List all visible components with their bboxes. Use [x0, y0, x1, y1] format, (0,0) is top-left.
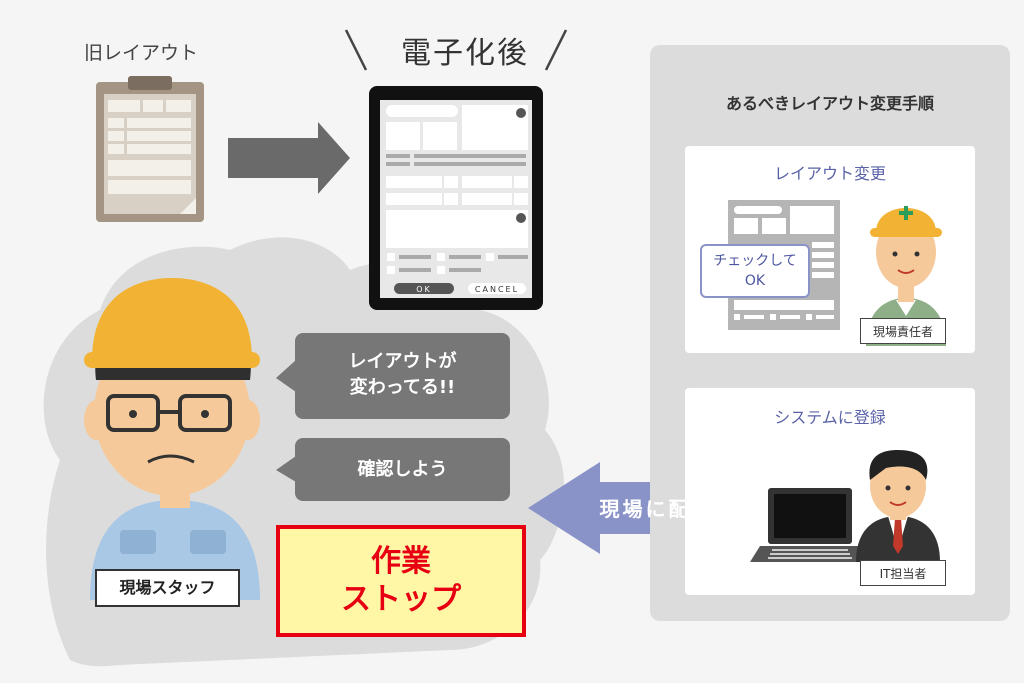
check-ok-callout: チェックして OK [700, 244, 810, 298]
tablet-form-icon [369, 86, 543, 310]
stop-line1: 作業 [371, 544, 431, 579]
bubble2-tail [276, 456, 296, 482]
old-paper-form-icon [96, 76, 204, 222]
title-slash-right [544, 29, 568, 71]
field-staff-label: 現場スタッフ [95, 569, 240, 607]
after-digitization-title-wrap: 電子化後 [360, 22, 570, 72]
step1-title: レイアウト変更 [773, 164, 886, 183]
bubble1-line2: 変わってる!! [349, 377, 456, 398]
work-stop-box: 作業 ストップ [276, 525, 526, 637]
panel-title: あるべきレイアウト変更手順 [725, 94, 934, 113]
after-digitization-title: 電子化後 [401, 36, 529, 71]
speech-bubble-confirm: 確認しよう [295, 438, 510, 501]
site-manager-label: 現場責任者 [860, 318, 946, 344]
bubble1-tail [276, 360, 296, 392]
old-layout-label: 旧レイアウト [84, 42, 199, 64]
it-staff-label: IT担当者 [860, 560, 946, 586]
laptop-icon-overlay [750, 488, 870, 562]
tablet-ok-button: OK [416, 285, 432, 294]
stop-line2: ストップ [341, 582, 461, 617]
it-person-icon-overlay [856, 450, 940, 562]
speech-bubble-layout-changed: レイアウトが 変わってる!! [295, 333, 510, 419]
step2-title: システムに登録 [774, 408, 886, 427]
distribute-label: 現場に配信 [599, 497, 715, 521]
tablet-cancel-button: CANCEL [475, 285, 519, 294]
check-line2: OK [744, 273, 766, 289]
check-line1: チェックして [713, 253, 797, 269]
arrow-right-icon [228, 122, 350, 194]
title-slash-left [344, 29, 368, 71]
bubble1-line1: レイアウトが [348, 351, 457, 372]
